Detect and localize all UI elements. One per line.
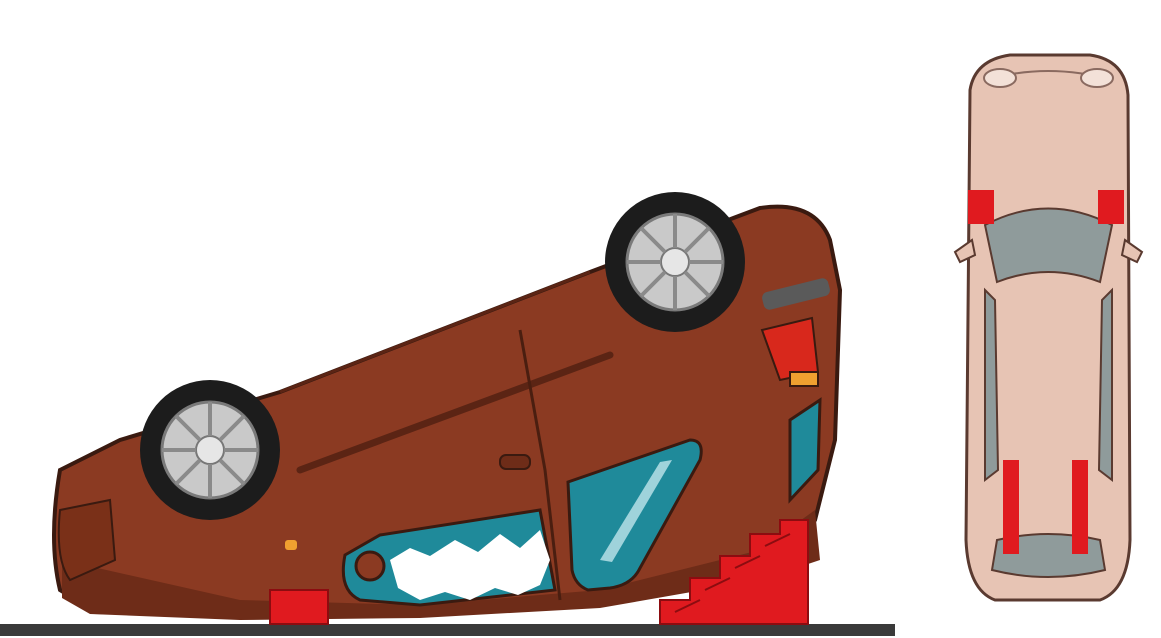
ground-line (0, 624, 895, 636)
rear-wheel (605, 192, 745, 332)
front-hub (196, 436, 224, 464)
side-glass-right (1099, 290, 1112, 480)
car-top-view (955, 55, 1142, 600)
front-support-block (270, 590, 328, 624)
door-handle (500, 455, 530, 469)
side-glass-left (985, 290, 998, 480)
support-marker-front-right (1098, 190, 1124, 224)
side-marker-light (285, 540, 297, 550)
support-marker-rear-left (1003, 460, 1019, 554)
rear-indicator (790, 372, 818, 386)
headlight-right (1081, 69, 1113, 87)
support-marker-rear-right (1072, 460, 1088, 554)
front-wheel (140, 380, 280, 520)
headlight-left (984, 69, 1016, 87)
support-marker-front-left (968, 190, 994, 224)
windshield (985, 209, 1112, 283)
mirror (356, 552, 384, 580)
rear-hub (661, 248, 689, 276)
